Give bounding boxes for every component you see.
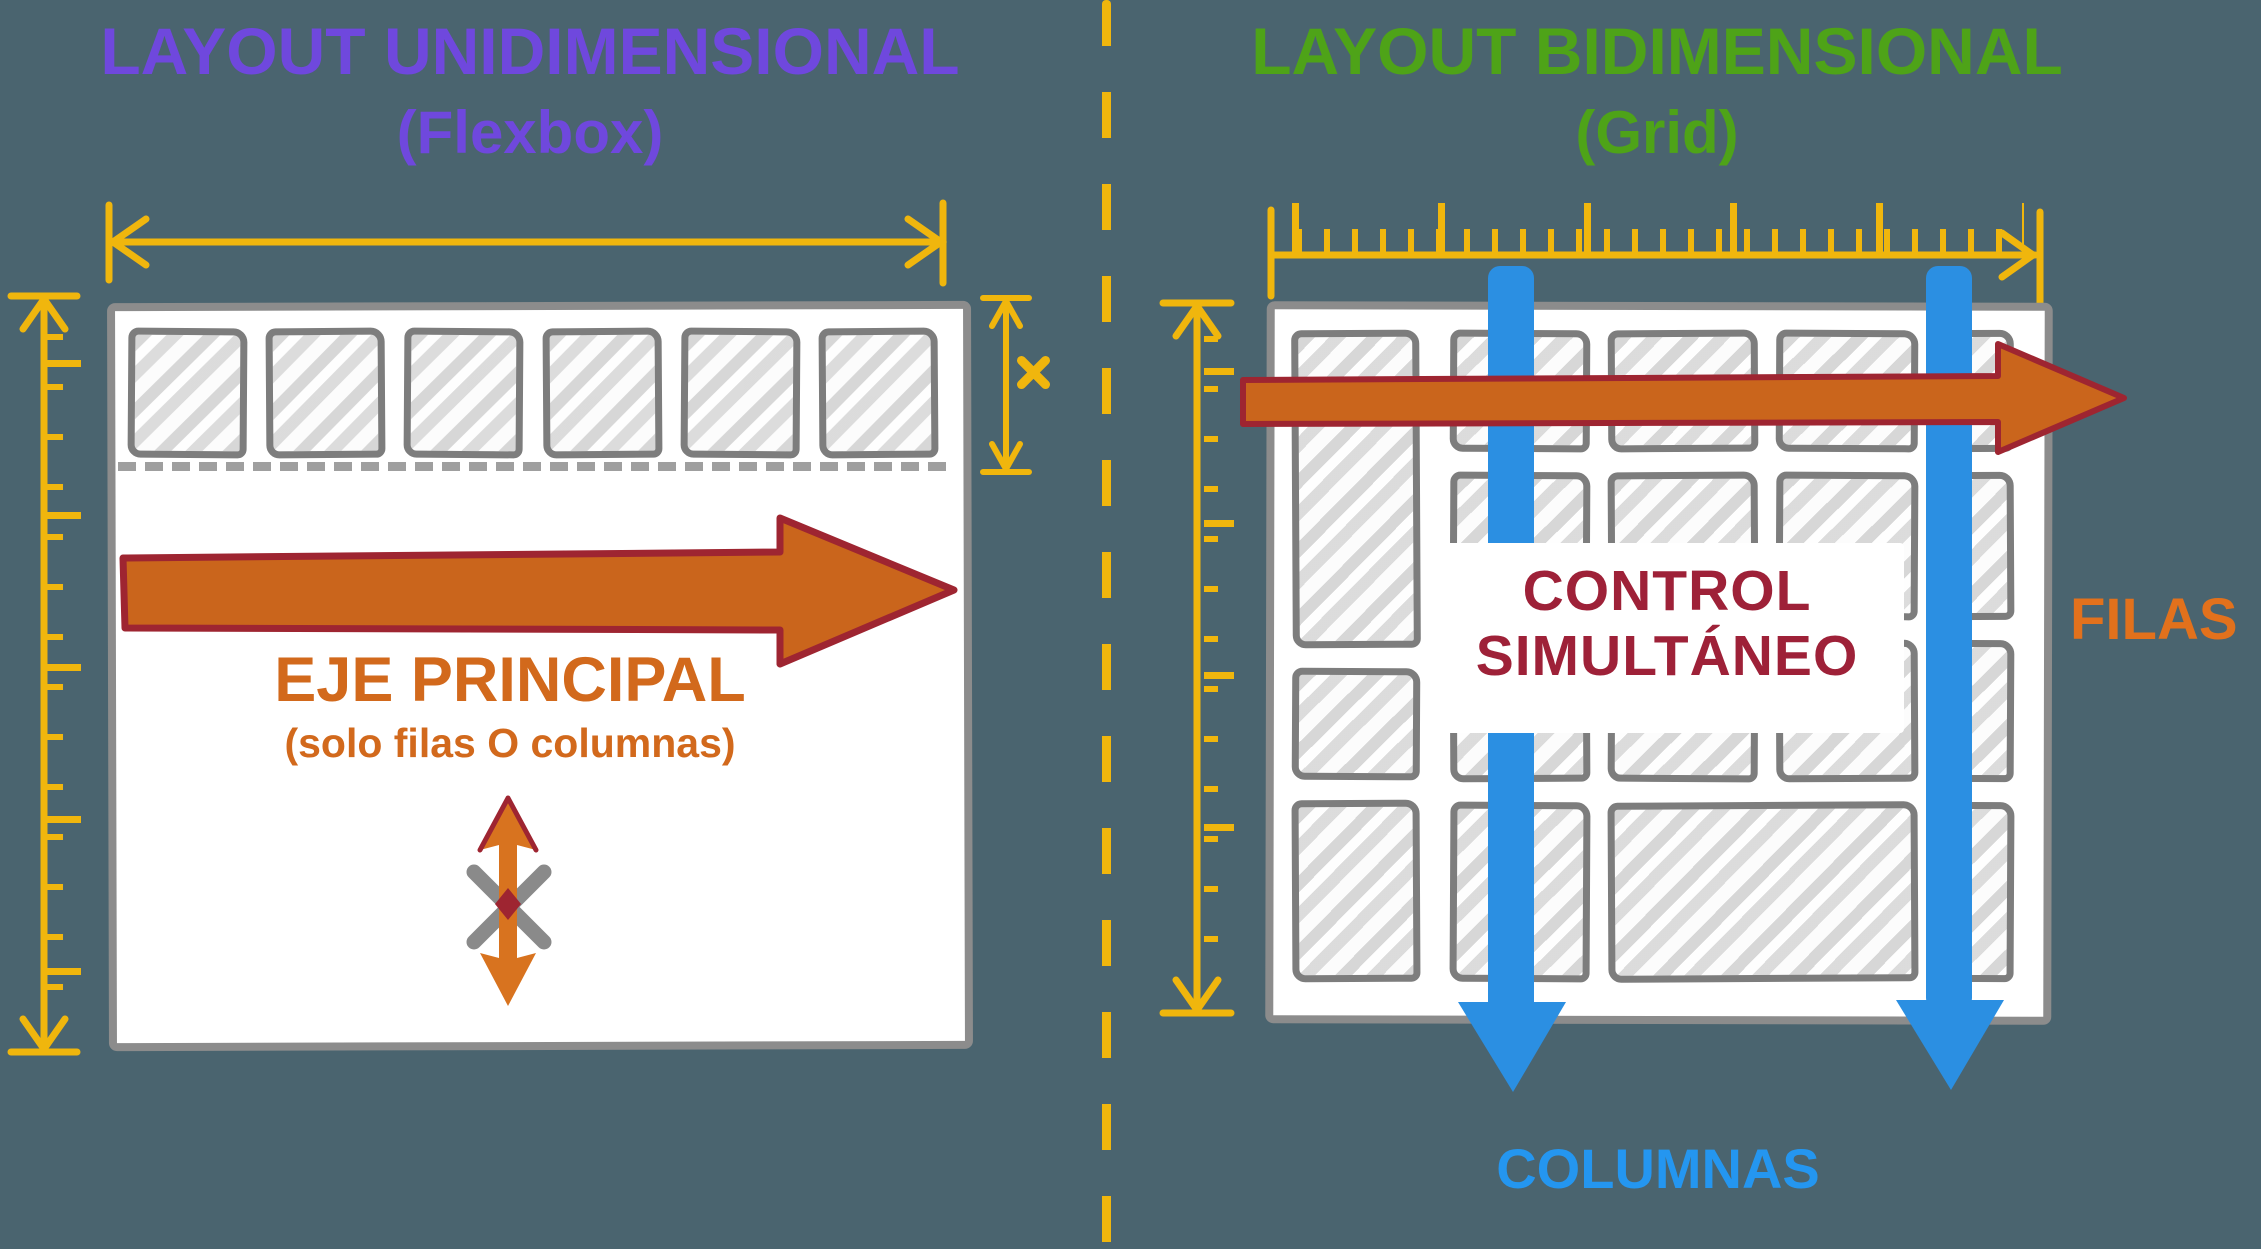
main-axis-sublabel: (solo filas O columnas) xyxy=(284,720,736,766)
columns-label: COLUMNAS xyxy=(1496,1137,1820,1200)
flex-item xyxy=(680,327,801,459)
grid-cell xyxy=(1291,799,1421,983)
right-title-line1: LAYOUT BIDIMENSIONAL xyxy=(1251,14,2063,88)
right-title-line2: (Grid) xyxy=(1575,98,1739,166)
flex-item xyxy=(542,327,663,459)
column-arrow-icon xyxy=(1896,266,2004,1090)
divider-dashed-line xyxy=(1102,0,1111,1249)
x-mark-icon xyxy=(1014,352,1054,392)
left-title-line2: (Flexbox) xyxy=(396,98,664,166)
main-axis-label: EJE PRINCIPAL xyxy=(274,645,746,715)
left-title-line1: LAYOUT UNIDIMENSIONAL xyxy=(100,14,960,88)
row-ruler-icon xyxy=(1159,299,1235,1017)
right-panel-title: LAYOUT BIDIMENSIONAL (Grid) xyxy=(1212,14,2102,167)
flex-item xyxy=(127,327,248,459)
main-axis-arrow-icon xyxy=(119,514,958,668)
wrap-dashed-line xyxy=(118,462,946,471)
item-height-measure-icon xyxy=(980,294,1032,476)
height-measure-arrow-icon xyxy=(7,292,81,1056)
cross-axis-blocked-arrow-icon xyxy=(466,795,552,1006)
flex-items-row xyxy=(127,327,939,459)
ruler-ticks xyxy=(1292,203,2024,255)
grid-cell xyxy=(1607,801,1919,983)
ruler-ticks xyxy=(1204,368,1234,968)
width-measure-arrow-icon xyxy=(105,199,948,287)
column-ruler-icon xyxy=(1267,206,2044,308)
rows-label: FILAS xyxy=(2070,587,2238,652)
measure-ticks xyxy=(47,360,81,1020)
control-label-line2: SIMULTÁNEO xyxy=(1475,623,1859,688)
control-label-line1: CONTROL xyxy=(1522,559,1812,623)
flex-item xyxy=(403,327,524,459)
flex-item xyxy=(265,327,386,459)
grid-cell xyxy=(1291,667,1421,781)
left-panel-title: LAYOUT UNIDIMENSIONAL (Flexbox) xyxy=(60,14,1000,167)
control-label-box: CONTROL SIMULTÁNEO xyxy=(1430,543,1904,733)
flex-item xyxy=(818,327,939,459)
row-axis-arrow-icon xyxy=(1240,341,2127,455)
